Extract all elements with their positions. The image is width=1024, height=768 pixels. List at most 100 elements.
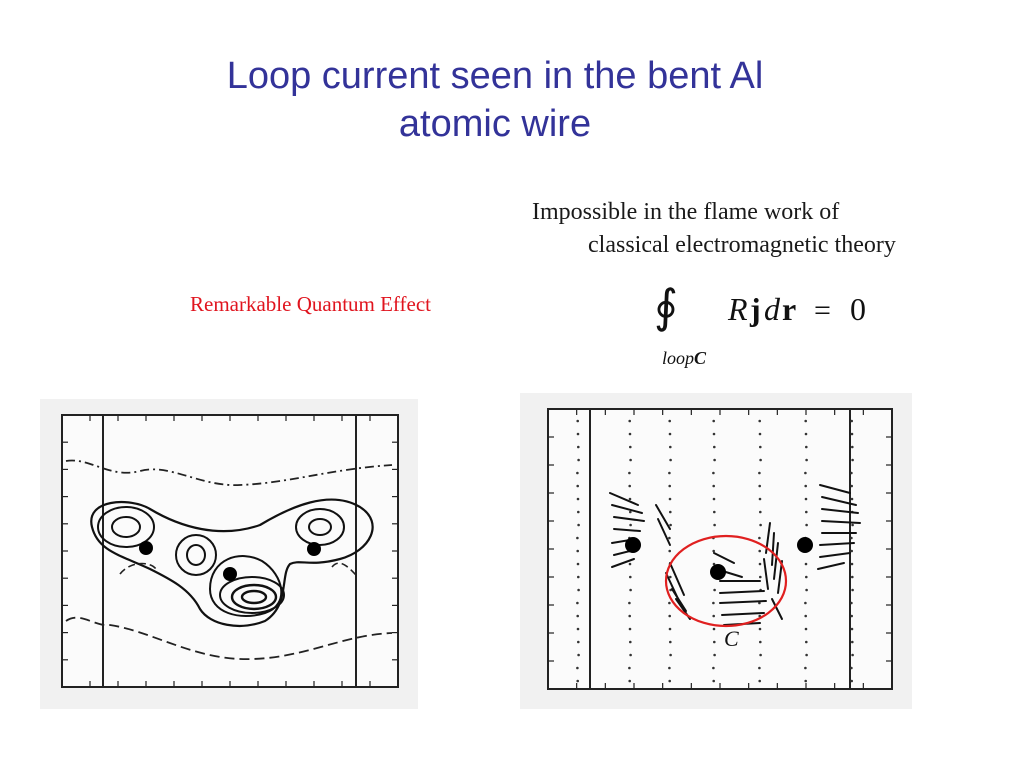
integrand-j: j	[749, 291, 761, 327]
grid-point	[804, 419, 807, 423]
grid-point	[629, 445, 632, 449]
grid-point	[759, 523, 762, 527]
grid-point	[576, 419, 579, 423]
vector-grid-points	[576, 419, 854, 683]
grid-point	[712, 679, 715, 683]
grid-point	[758, 627, 762, 631]
grid-point	[628, 471, 631, 475]
current-vector	[713, 552, 735, 564]
grid-point	[850, 536, 853, 540]
grid-point	[850, 497, 854, 501]
grid-point	[669, 640, 672, 644]
grid-point	[576, 562, 580, 566]
loop-integral-equation: ∮ R j d r = 0 loopC	[654, 279, 866, 368]
vector-axis-ticks	[548, 409, 892, 689]
grid-point	[668, 601, 671, 605]
classical-theory-note: Impossible in the flame work of classica…	[532, 196, 896, 262]
charge-density-contour-figure	[40, 399, 418, 709]
grid-point	[712, 627, 716, 631]
grid-point	[805, 445, 808, 449]
grid-point	[577, 575, 580, 579]
grid-point	[805, 653, 808, 657]
grid-point	[758, 666, 761, 670]
grid-point	[805, 640, 808, 644]
grid-point	[628, 601, 631, 605]
contour-ring-7	[208, 555, 283, 617]
current-vector	[657, 518, 671, 546]
grid-point	[758, 419, 761, 423]
current-vector	[611, 504, 643, 514]
current-vector-field-figure: C	[520, 393, 912, 709]
grid-point	[851, 653, 854, 657]
grid-point	[628, 419, 631, 423]
grid-point	[628, 432, 632, 436]
grid-point	[759, 458, 762, 462]
grid-point	[629, 640, 632, 644]
grid-point	[577, 523, 580, 527]
grid-point	[712, 432, 716, 436]
al-atom-left	[625, 537, 641, 553]
grid-point	[851, 523, 854, 527]
grid-point	[804, 471, 807, 475]
grid-point	[576, 536, 579, 540]
al-atom-right	[797, 537, 813, 553]
contour-plot-frame	[61, 414, 399, 688]
grid-point	[804, 432, 808, 436]
contour-ring-9	[230, 583, 278, 611]
al-atom-right	[307, 542, 321, 556]
grid-point	[758, 562, 762, 566]
integrand-d: d	[764, 291, 781, 327]
loop-subscript-c: C	[694, 348, 707, 368]
grid-point	[669, 653, 672, 657]
contour-ring-5	[295, 508, 345, 546]
grid-point	[712, 666, 715, 670]
grid-point	[629, 523, 632, 527]
grid-point	[668, 549, 671, 553]
grid-point	[576, 627, 580, 631]
grid-point	[758, 549, 761, 553]
grid-point	[576, 679, 579, 683]
grid-point	[668, 497, 672, 501]
grid-point	[758, 679, 761, 683]
current-vector	[819, 542, 855, 546]
current-vector	[609, 492, 639, 506]
grid-point	[712, 562, 716, 566]
grid-point	[576, 471, 579, 475]
lower-right-dash-contour	[331, 562, 357, 576]
current-vector	[773, 542, 779, 580]
grid-point	[850, 419, 853, 423]
title-line-1: Loop current seen in the bent Al	[226, 55, 764, 97]
current-vector	[655, 504, 671, 530]
grid-point	[850, 432, 854, 436]
grid-point	[577, 588, 580, 592]
grid-point	[850, 549, 853, 553]
grid-point	[805, 458, 808, 462]
grid-point	[804, 679, 807, 683]
grid-point	[712, 419, 715, 423]
grid-point	[850, 562, 854, 566]
grid-point	[576, 549, 579, 553]
grid-point	[850, 679, 853, 683]
grid-point	[629, 653, 632, 657]
current-vector	[819, 552, 851, 558]
current-vector	[719, 600, 767, 604]
grid-point	[668, 679, 671, 683]
grid-point	[668, 627, 672, 631]
current-vector	[763, 558, 769, 590]
outer-density-contour	[90, 498, 374, 627]
current-vector	[721, 612, 765, 616]
grid-point	[804, 562, 808, 566]
grid-point	[850, 601, 853, 605]
contour-ring-3	[175, 534, 217, 576]
integral-sign: ∮	[654, 279, 678, 333]
grid-point	[713, 523, 716, 527]
grid-point	[804, 627, 808, 631]
note-line-2: classical electromagnetic theory	[588, 232, 896, 258]
grid-point	[713, 445, 716, 449]
grid-point	[758, 536, 761, 540]
grid-point	[669, 523, 672, 527]
grid-point	[628, 679, 631, 683]
grid-point	[758, 484, 761, 488]
contour-ring-4	[186, 544, 206, 566]
grid-point	[669, 458, 672, 462]
